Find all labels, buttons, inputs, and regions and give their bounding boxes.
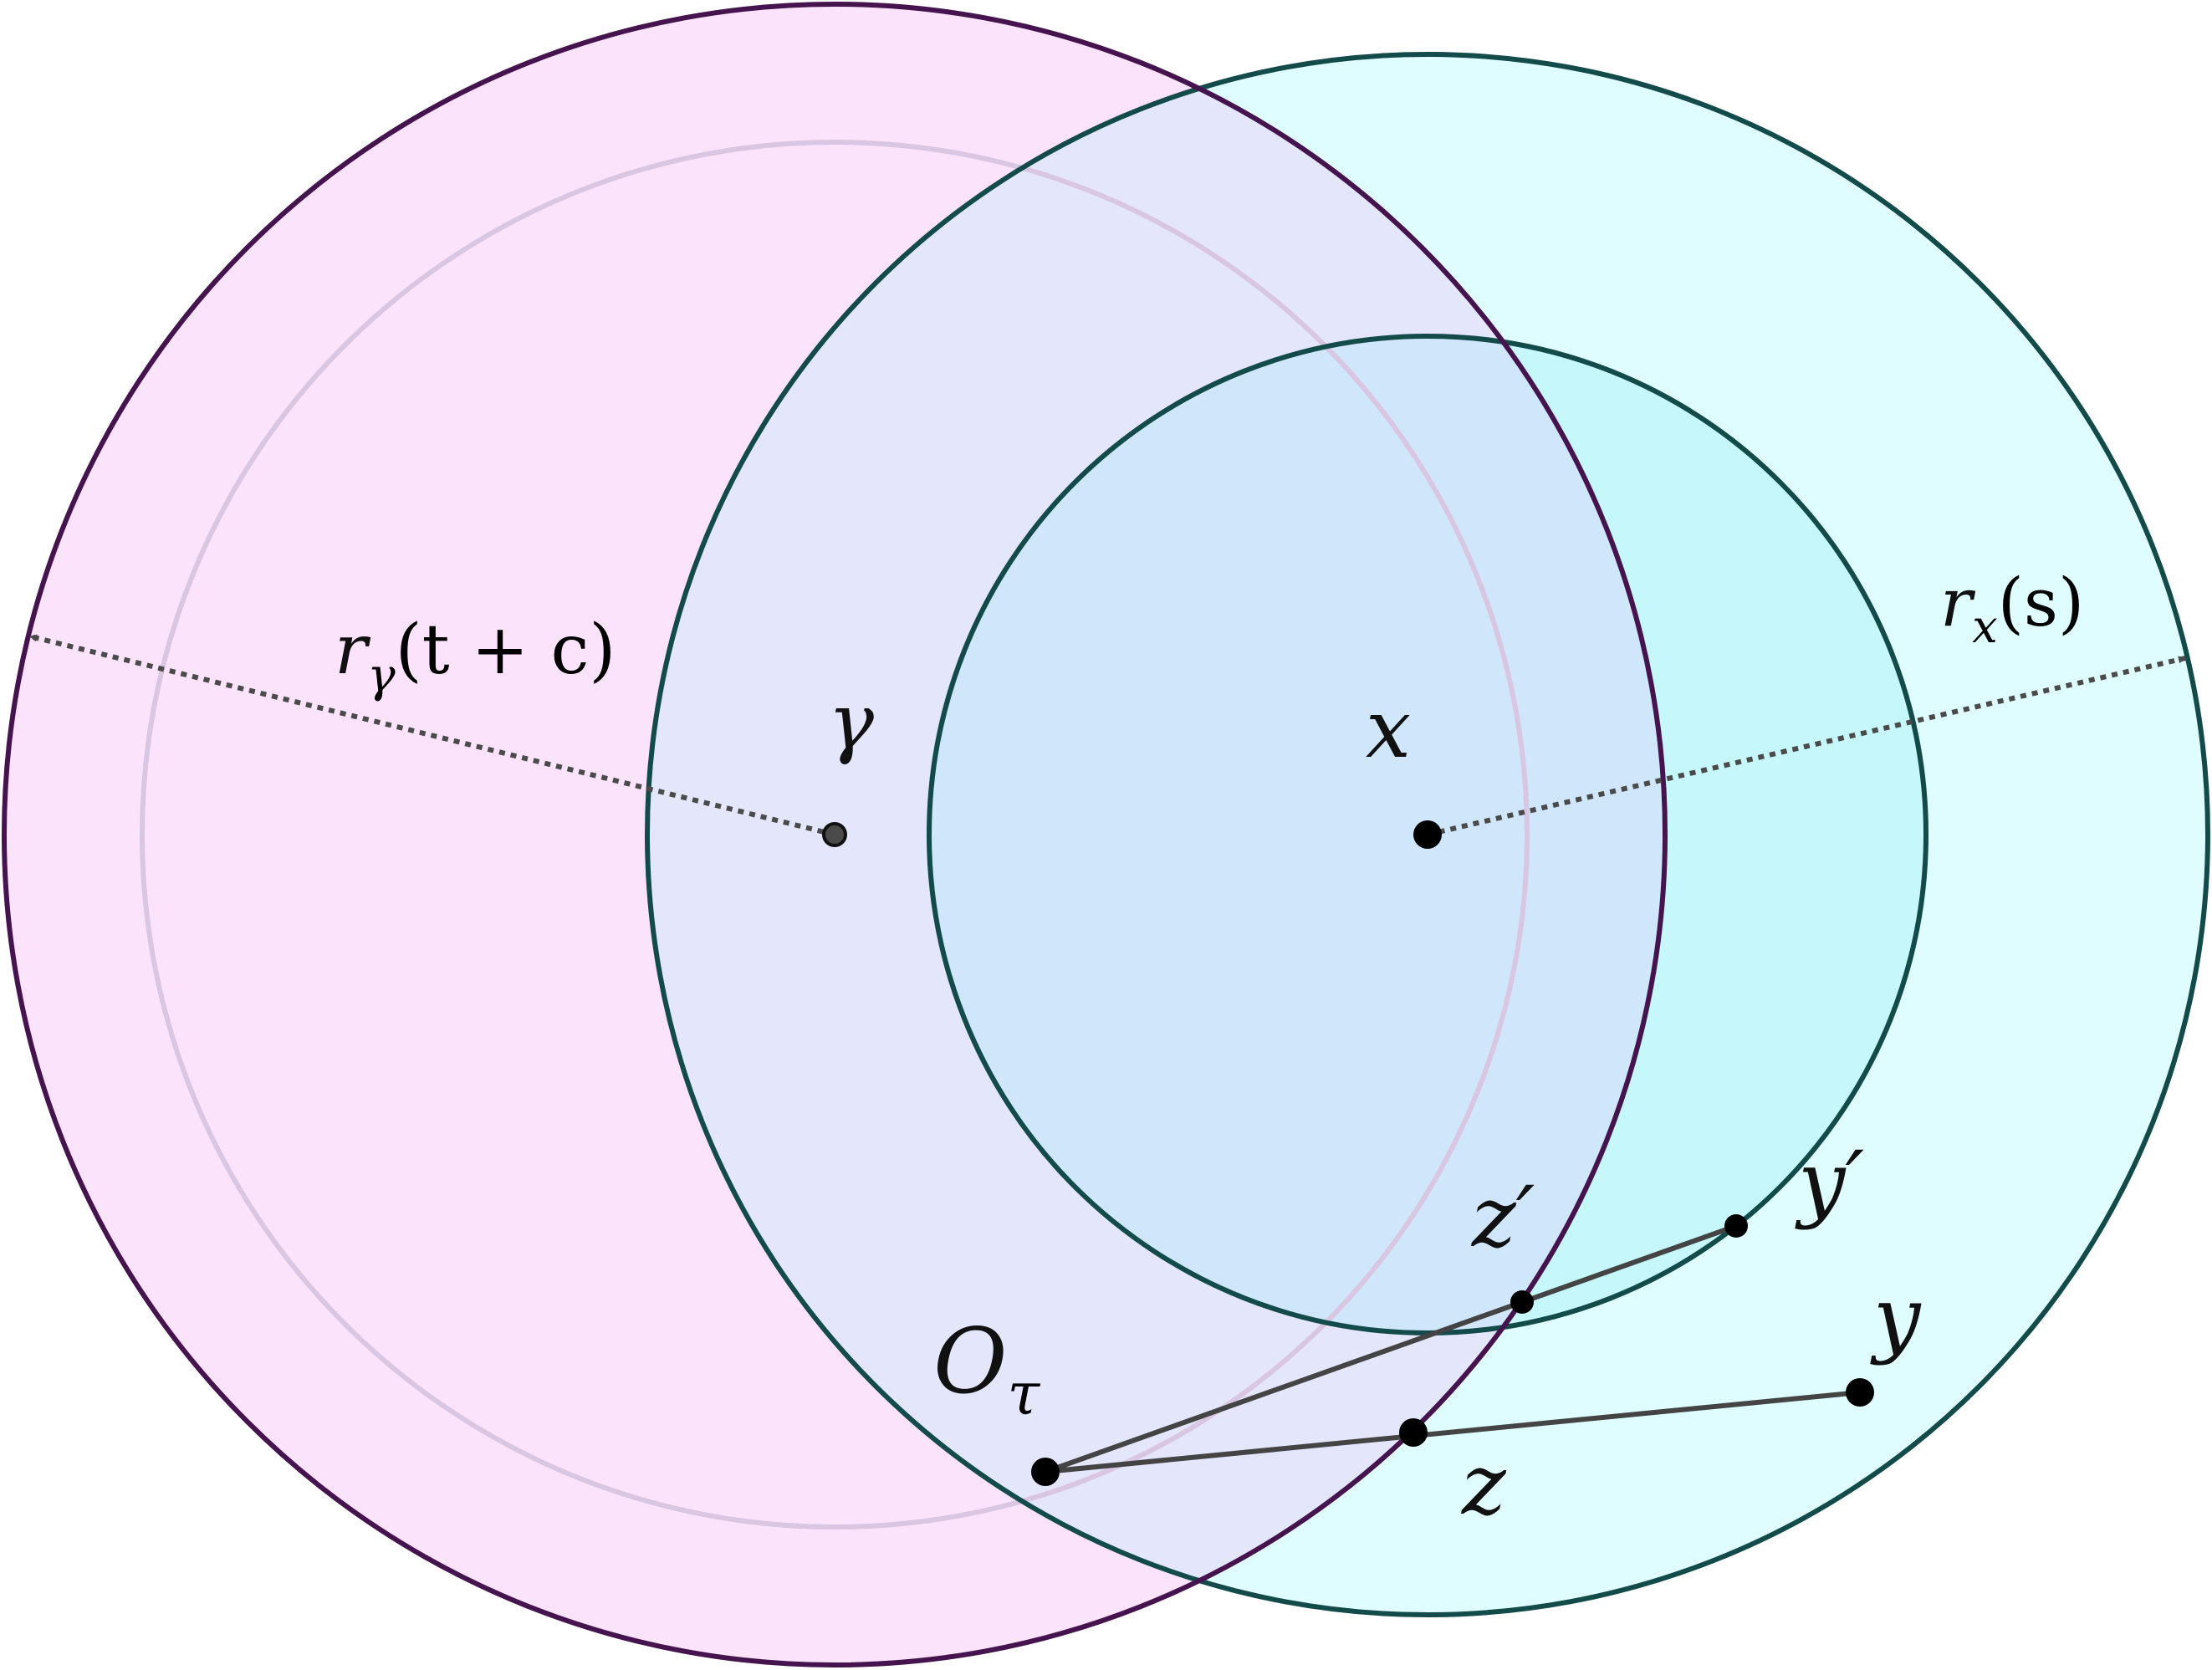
point-z-prime bbox=[1510, 1290, 1534, 1314]
faint-ring bbox=[140, 140, 1530, 1530]
label-z: z bbox=[1461, 1436, 1507, 1534]
teal-big-circle-outline bbox=[645, 52, 2210, 1617]
point-O-tau bbox=[1031, 1458, 1060, 1486]
label-r-gamma: rγ(t + c) bbox=[335, 610, 616, 703]
label-y-prime: y′ bbox=[1795, 1133, 1864, 1231]
segment-O-to-y bbox=[1045, 1390, 1861, 1474]
label-gamma: γ bbox=[828, 677, 875, 767]
point-y bbox=[1846, 1378, 1874, 1407]
teal-inner-circle-outline bbox=[927, 334, 1928, 1335]
point-y-prime bbox=[1724, 1214, 1748, 1238]
radius-arrow-gamma bbox=[29, 634, 835, 837]
radius-arrow-x bbox=[1427, 656, 2186, 837]
label-x: x bbox=[1366, 682, 1411, 776]
label-y: y bbox=[1870, 1269, 1922, 1366]
label-z-prime: z′ bbox=[1471, 1168, 1535, 1266]
point-x bbox=[1413, 820, 1442, 849]
label-O-tau: Oτ bbox=[933, 1310, 1041, 1428]
pink-circle-outline bbox=[2, 2, 1668, 1667]
point-z bbox=[1399, 1418, 1428, 1447]
point-gamma bbox=[822, 822, 847, 847]
label-r-x: rx(s) bbox=[1940, 564, 2084, 653]
segment-O-to-yprime bbox=[1044, 1223, 1738, 1474]
